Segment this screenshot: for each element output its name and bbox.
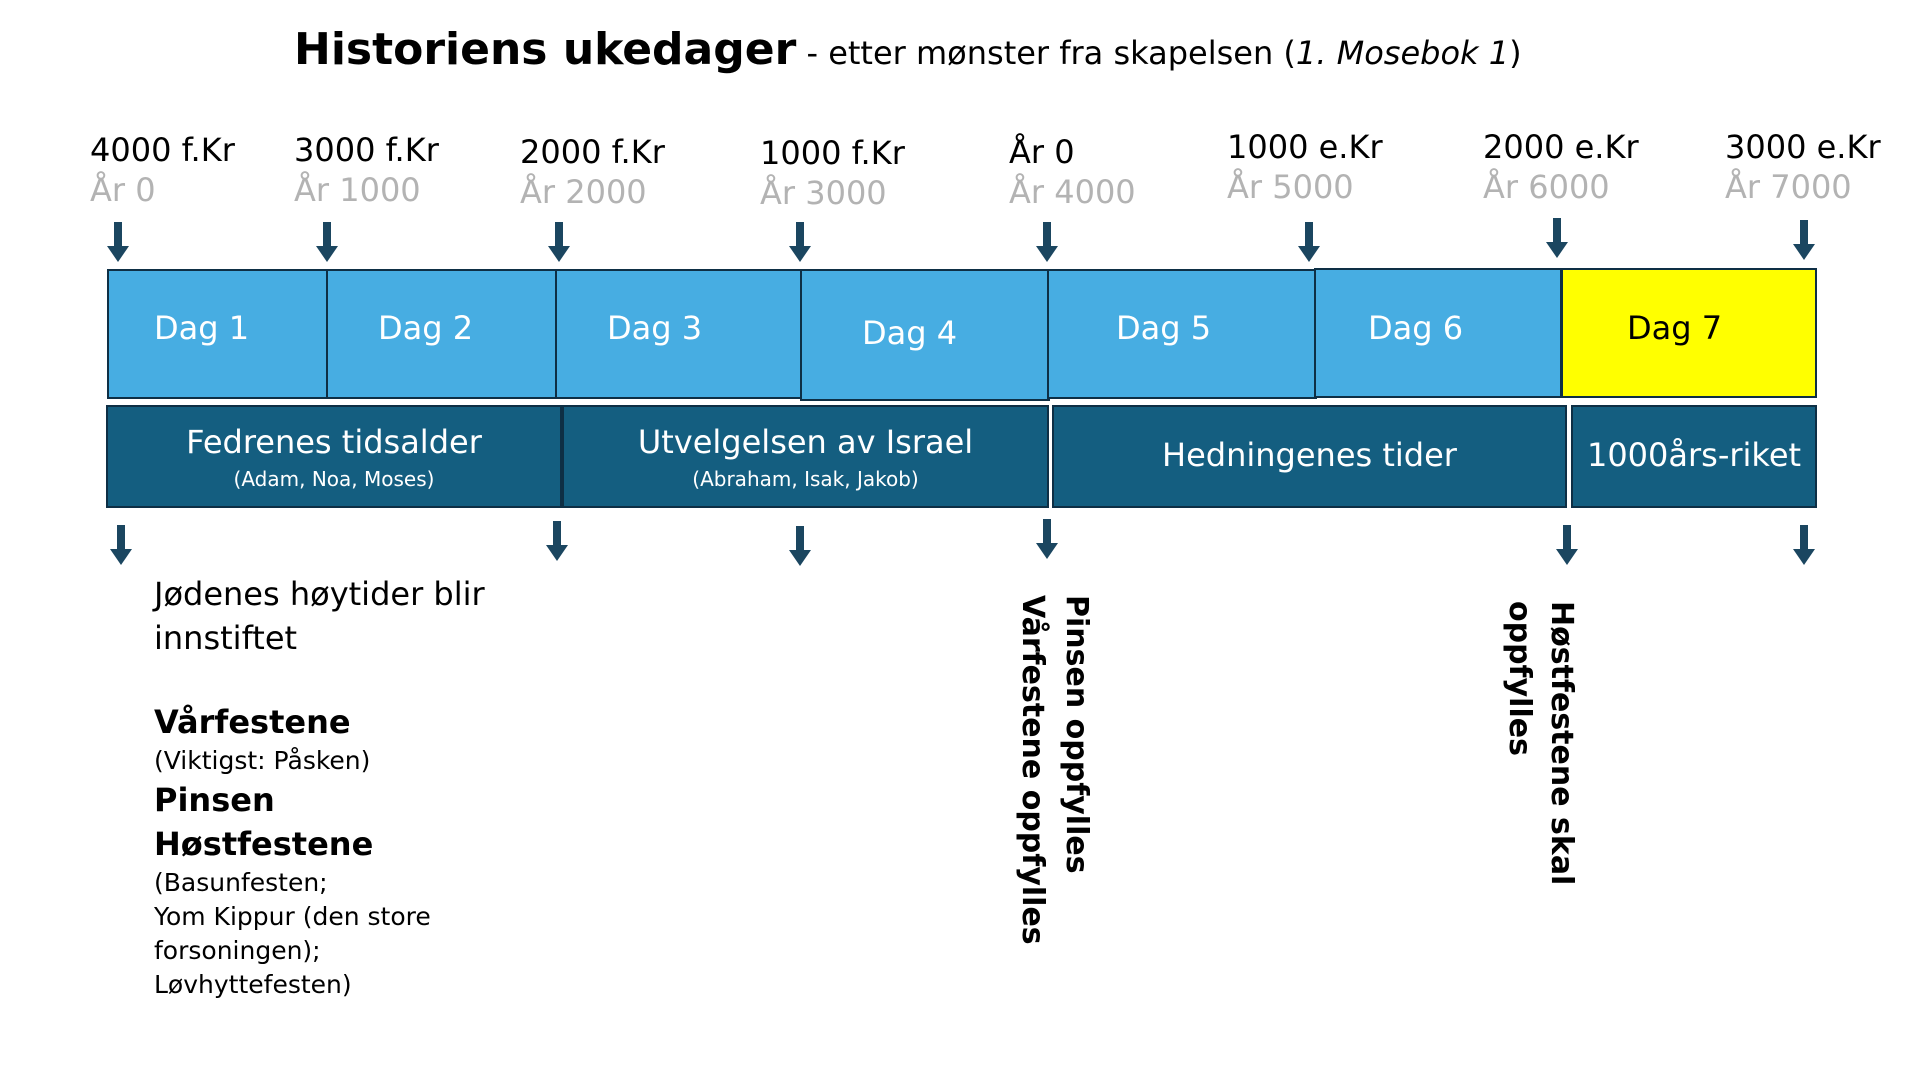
era-box-millennium: 1000års-riket	[1571, 405, 1817, 508]
autumn-feasts-note-3: forsoningen);	[154, 936, 321, 965]
title-subtitle-suffix: )	[1509, 34, 1522, 72]
day-label: Dag 4	[862, 314, 958, 352]
era-people: (Adam, Noa, Moses)	[233, 467, 435, 491]
spring-feasts-heading: Vårfestene	[154, 703, 351, 741]
era-name: Utvelgelsen av Israel	[637, 423, 974, 461]
day-box-6: Dag 6	[1314, 268, 1562, 398]
down-arrow-icon	[548, 222, 570, 262]
era-name: Fedrenes tidsalder	[186, 423, 482, 461]
pentecost-heading: Pinsen	[154, 781, 275, 819]
day-box-5: Dag 5	[1047, 269, 1317, 399]
day-label: Dag 1	[154, 309, 250, 347]
down-arrow-icon	[789, 526, 811, 566]
year-mark-6: 1000 e.Kr År 5000	[1227, 127, 1383, 207]
day-label: Dag 7	[1627, 309, 1723, 347]
year-mark-2: 3000 f.Kr År 1000	[294, 130, 439, 210]
title-subtitle-prefix: - etter mønster fra skapelsen (	[796, 34, 1296, 72]
year-mark-8: 3000 e.Kr År 7000	[1725, 127, 1881, 207]
down-arrow-icon	[1556, 525, 1578, 565]
year-count: År 5000	[1227, 168, 1354, 206]
title-main: Historiens ukedager	[294, 24, 797, 75]
era-box-israel: Utvelgelsen av Israel (Abraham, Isak, Ja…	[562, 405, 1049, 508]
day-label: Dag 6	[1368, 309, 1464, 347]
down-arrow-icon	[1036, 222, 1058, 262]
year-date: 3000 e.Kr	[1725, 128, 1881, 166]
autumn-fulfilment-label: Høstfestene skal oppfylles	[1498, 601, 1582, 885]
down-arrow-icon	[789, 222, 811, 262]
year-date: 2000 e.Kr	[1483, 128, 1639, 166]
year-count: År 6000	[1483, 168, 1610, 206]
autumn-fulfilment-line-1: Høstfestene skal	[1544, 601, 1579, 886]
day-box-3: Dag 3	[555, 269, 803, 399]
year-count: År 1000	[294, 171, 421, 209]
autumn-feasts-note-2: Yom Kippur (den store	[154, 902, 431, 931]
day-box-4: Dag 4	[800, 269, 1050, 401]
era-box-gentiles: Hedningenes tider	[1052, 405, 1567, 508]
era-name: Hedningenes tider	[1162, 436, 1457, 474]
autumn-feasts-note-4: Løvhyttefesten)	[154, 970, 352, 999]
pentecost-fulfilled-label: Pinsen oppfylles	[1055, 595, 1097, 874]
year-date: 1000 f.Kr	[760, 134, 905, 172]
era-box-fathers: Fedrenes tidsalder (Adam, Noa, Moses)	[106, 405, 562, 508]
year-mark-3: 2000 f.Kr År 2000	[520, 132, 665, 212]
page-title: Historiens ukedager - etter mønster fra …	[294, 24, 1522, 75]
year-count: År 2000	[520, 173, 647, 211]
feasts-intro-line-1: Jødenes høytider blir	[154, 575, 485, 613]
year-date: 2000 f.Kr	[520, 133, 665, 171]
year-mark-5: År 0 År 4000	[1009, 132, 1136, 212]
down-arrow-icon	[110, 525, 132, 565]
day-label: Dag 3	[607, 309, 703, 347]
year-count: År 0	[90, 171, 156, 209]
down-arrow-icon	[1298, 222, 1320, 262]
feasts-intro-line-2: innstiftet	[154, 619, 298, 657]
year-date: 3000 f.Kr	[294, 131, 439, 169]
era-people: (Abraham, Isak, Jakob)	[692, 467, 919, 491]
down-arrow-icon	[316, 222, 338, 262]
pentecost-fulfilled-text: Pinsen oppfylles	[1059, 595, 1094, 874]
year-date: 1000 e.Kr	[1227, 128, 1383, 166]
autumn-fulfilment-line-2: oppfylles	[1502, 601, 1537, 756]
year-count: År 7000	[1725, 168, 1852, 206]
year-mark-7: 2000 e.Kr År 6000	[1483, 127, 1639, 207]
down-arrow-icon	[107, 222, 129, 262]
day-label: Dag 2	[378, 309, 474, 347]
day-box-2: Dag 2	[326, 269, 558, 399]
era-name: 1000års-riket	[1586, 436, 1802, 474]
feasts-text-block: Jødenes høytider blir innstiftet Vårfest…	[154, 572, 574, 1002]
year-mark-1: 4000 f.Kr År 0	[90, 130, 235, 210]
down-arrow-icon	[1546, 218, 1568, 258]
down-arrow-icon	[1793, 525, 1815, 565]
title-scripture-ref: 1. Mosebok 1	[1295, 34, 1510, 72]
day-box-7: Dag 7	[1561, 268, 1817, 398]
year-count: År 3000	[760, 174, 887, 212]
down-arrow-icon	[1793, 220, 1815, 260]
day-box-1: Dag 1	[107, 269, 329, 399]
spring-fulfilled-label: Vårfestene oppfylles	[1011, 595, 1053, 945]
year-date: År 0	[1009, 133, 1075, 171]
year-mark-4: 1000 f.Kr År 3000	[760, 133, 905, 213]
spring-fulfilled-text: Vårfestene oppfylles	[1015, 595, 1050, 945]
year-date: 4000 f.Kr	[90, 131, 235, 169]
autumn-feasts-note-1: (Basunfesten;	[154, 868, 328, 897]
autumn-feasts-heading: Høstfestene	[154, 825, 374, 863]
day-label: Dag 5	[1116, 309, 1212, 347]
spring-feasts-note: (Viktigst: Påsken)	[154, 746, 371, 775]
down-arrow-icon	[546, 521, 568, 561]
year-count: År 4000	[1009, 173, 1136, 211]
down-arrow-icon	[1036, 519, 1058, 559]
